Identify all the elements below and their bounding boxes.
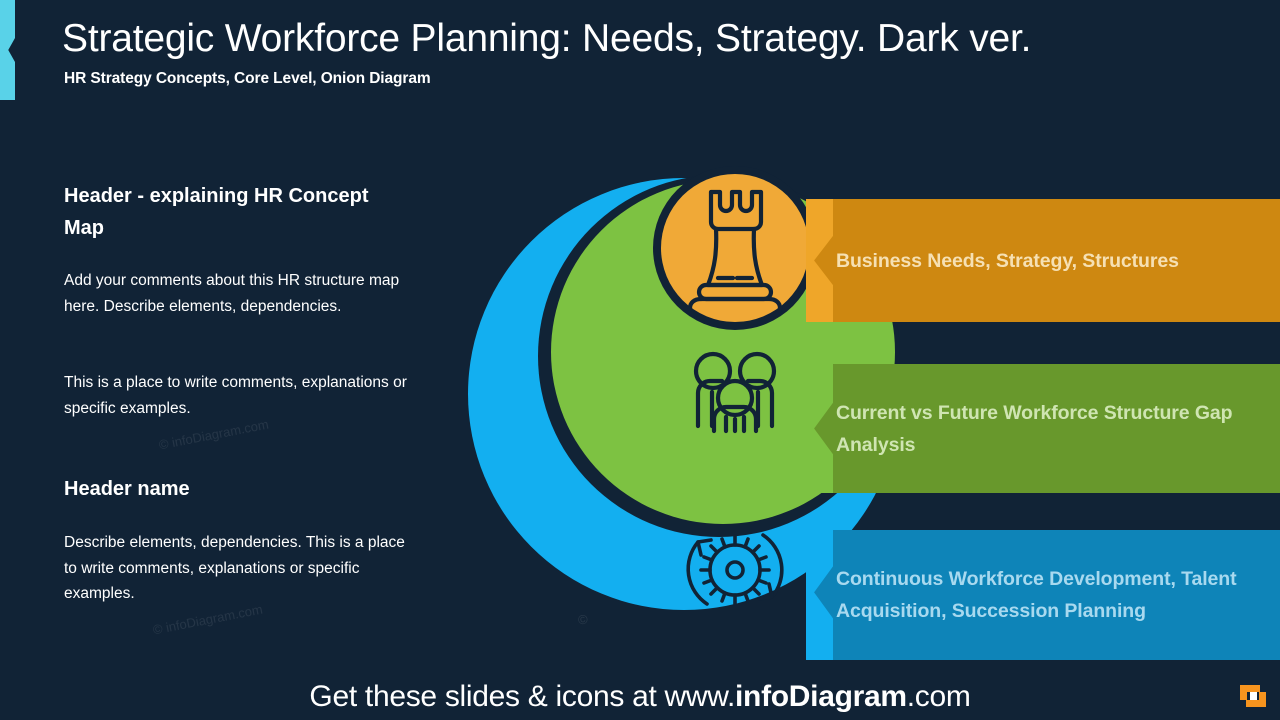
label-banner-core[interactable]: Business Needs, Strategy, Structures — [806, 199, 1280, 322]
footer-text-before: Get these slides & icons at www. — [309, 680, 736, 713]
footer-brand: infoDiagram — [735, 680, 907, 713]
label-banner-outer[interactable]: Continuous Workforce Development, Talent… — [806, 530, 1280, 660]
banner-label-middle: Current vs Future Workforce Structure Ga… — [836, 401, 1233, 456]
footer-promo: Get these slides & icons at www.infoDiag… — [0, 680, 1280, 714]
people-group-icon — [693, 351, 777, 434]
page-title: Strategic Workforce Planning: Needs, Str… — [62, 17, 1032, 60]
banner-notch-tab — [806, 530, 833, 660]
footer-text-after: .com — [906, 680, 971, 713]
core-circle — [661, 174, 809, 322]
left-body-2: This is a place to write comments, expla… — [64, 374, 407, 417]
banner-notch-tab — [806, 199, 833, 322]
page-subtitle: HR Strategy Concepts, Core Level, Onion … — [64, 70, 431, 87]
left-heading-1: Header - explaining HR Concept Map — [64, 185, 369, 239]
banner-label-core: Business Needs, Strategy, Structures — [836, 249, 1179, 272]
left-heading-2: Header name — [64, 478, 190, 500]
left-body-3: Describe elements, dependencies. This is… — [64, 534, 405, 602]
banner-notch-tab — [806, 364, 833, 493]
gear-cycle-icon — [686, 533, 784, 606]
banner-label-outer: Continuous Workforce Development, Talent… — [836, 568, 1237, 622]
title-accent-bar — [0, 0, 15, 100]
infodiagram-logo — [1240, 685, 1266, 707]
left-body-1: Add your comments about this HR structur… — [64, 272, 400, 315]
label-banner-middle[interactable]: Current vs Future Workforce Structure Ga… — [806, 364, 1280, 493]
chess-rook-icon — [687, 189, 783, 318]
